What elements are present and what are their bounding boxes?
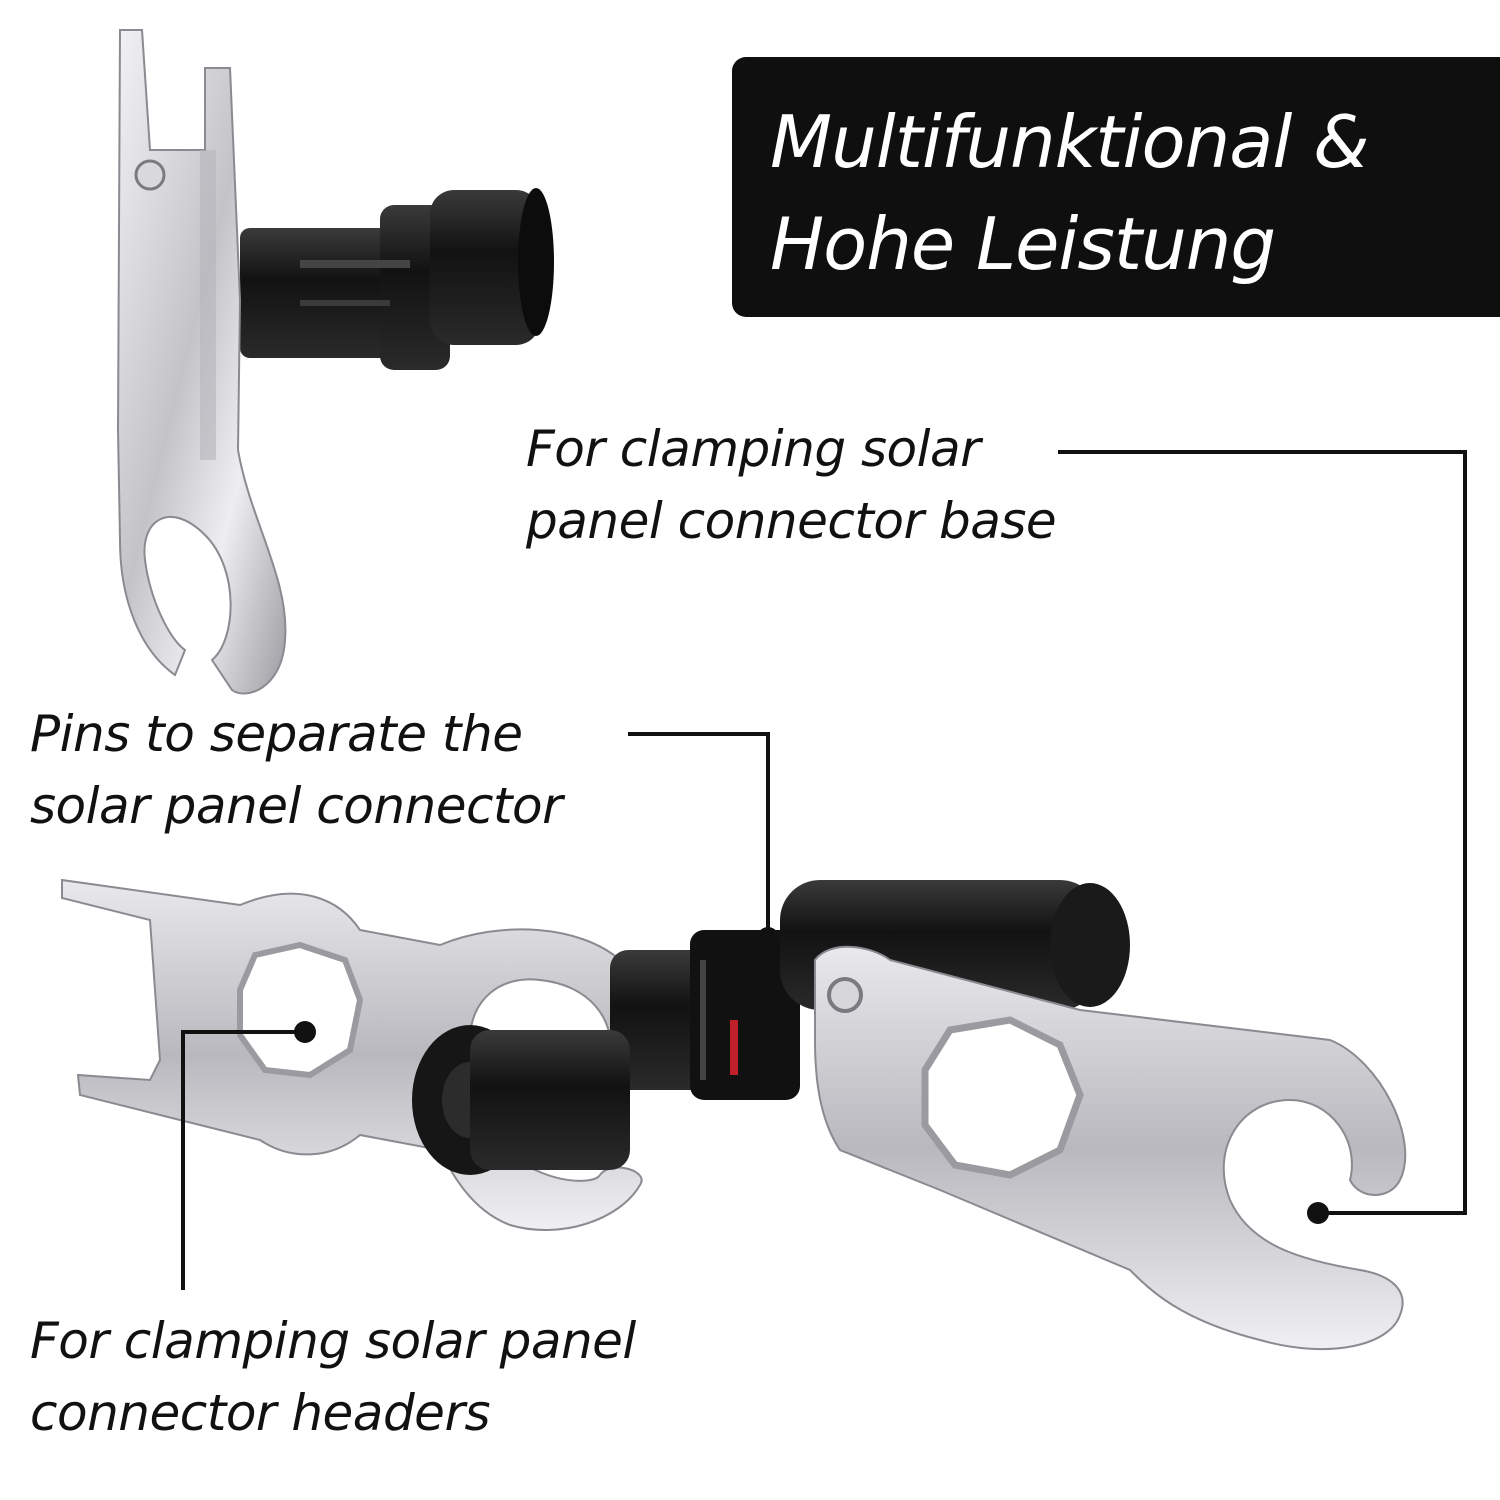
callout-line-pins [628, 732, 770, 935]
callout-label-pins-line-1: Pins to separate the [30, 705, 523, 763]
upright-wrench-with-connector [116, 29, 554, 695]
headline-banner: Multifunktional & Hohe Leistung [732, 57, 1500, 317]
callout-label-base-line-2: panel connector base [526, 492, 1057, 550]
callout-label-pins: Pins to separate the solar panel connect… [30, 698, 563, 842]
headline-line-2: Hohe Leistung [770, 202, 1276, 286]
horizontal-wrench-right [814, 945, 1407, 1351]
callout-line-base [1058, 450, 1467, 1215]
callout-label-headers-line-1: For clamping solar panel [30, 1312, 636, 1370]
callout-label-headers-line-2: connector headers [30, 1384, 491, 1442]
headline-line-1: Multifunktional & [770, 100, 1369, 184]
callout-dot-headers [294, 1021, 316, 1043]
callout-line-headers [181, 1030, 302, 1290]
callout-dot-base [1307, 1202, 1329, 1224]
connector-pair-center [412, 880, 1130, 1175]
callout-label-base-line-1: For clamping solar [526, 420, 981, 478]
callout-label-headers: For clamping solar panel connector heade… [30, 1305, 636, 1449]
callout-label-pins-line-2: solar panel connector [30, 777, 563, 835]
callout-dot-pins [757, 927, 779, 949]
callout-label-base: For clamping solar panel connector base [526, 413, 1057, 557]
